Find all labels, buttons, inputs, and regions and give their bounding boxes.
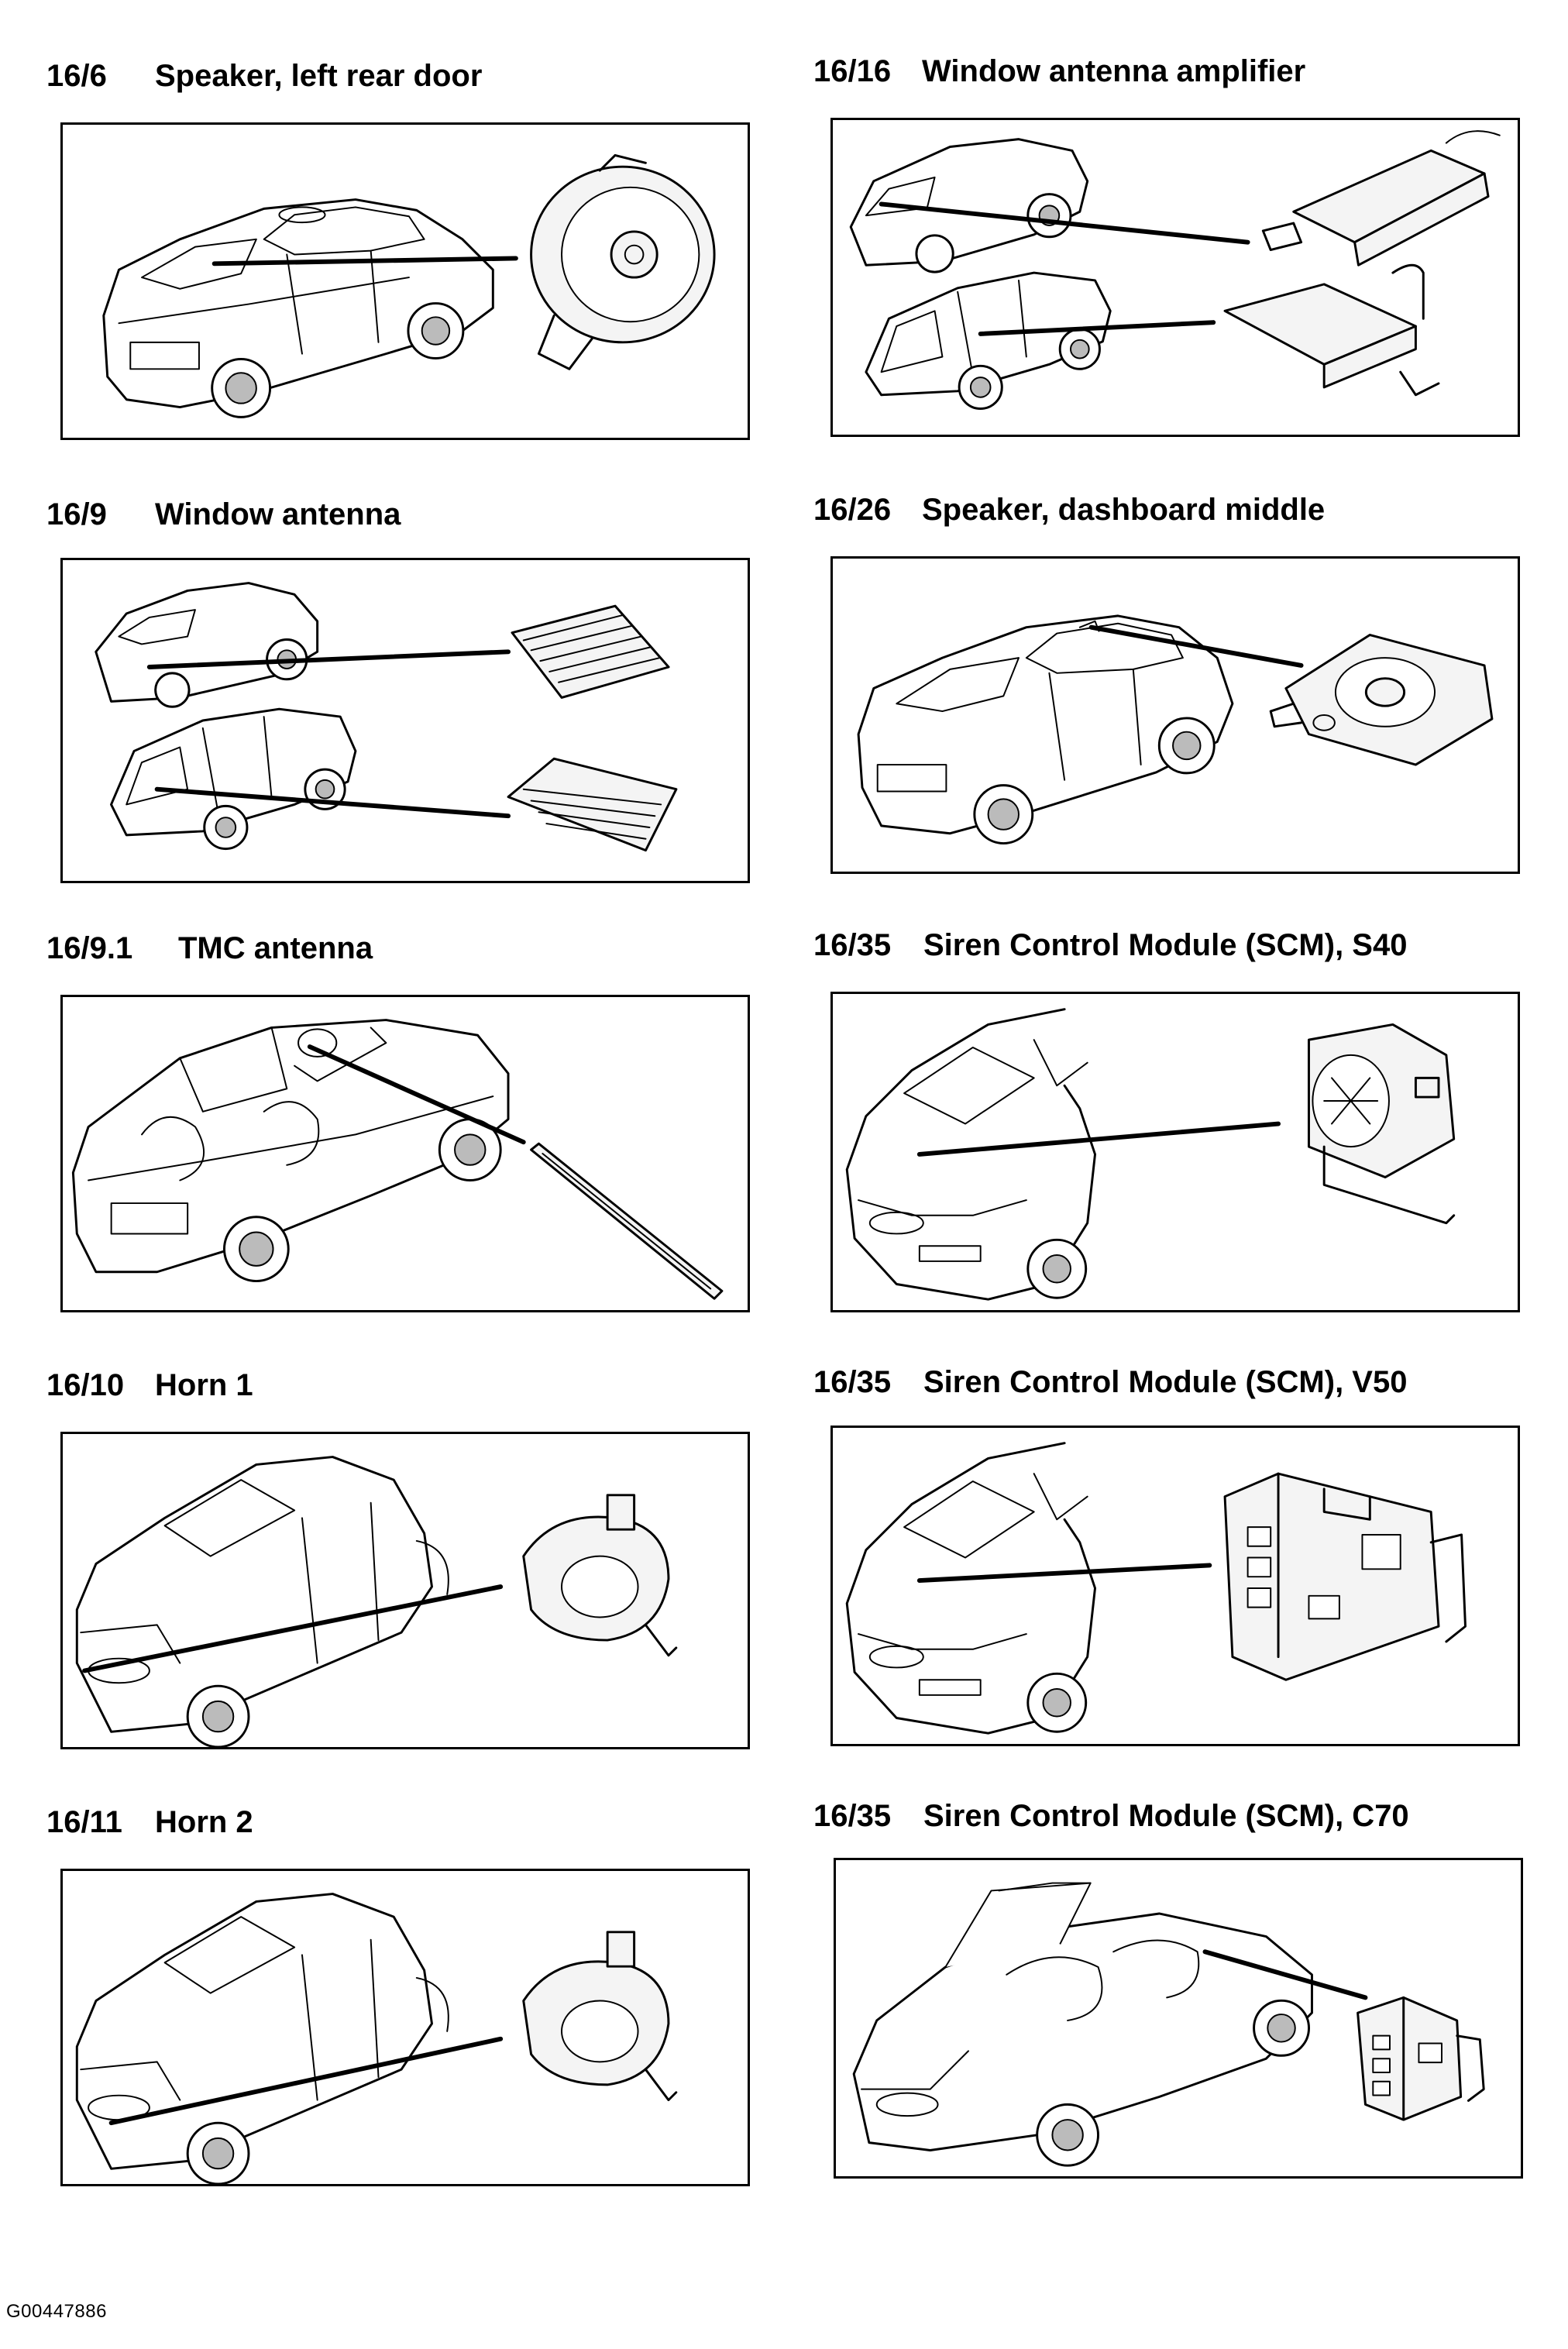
illustration-horn-2 (75, 1893, 678, 2184)
pointer-line (307, 1044, 526, 1145)
panel-heading: 16/35 Siren Control Module (SCM), C70 (813, 1797, 1409, 1835)
illustration-frame (830, 118, 1520, 437)
panel-title: TMC antenna (178, 931, 373, 965)
illustration-speaker-rear-door (102, 153, 716, 418)
scm-module-part (1357, 1996, 1485, 2121)
pointer-line (211, 256, 518, 267)
panel-title: Siren Control Module (SCM), C70 (923, 1799, 1409, 1833)
panel-title: Window antenna (155, 497, 401, 531)
panel-heading: 16/6 Speaker, left rear door (46, 57, 482, 95)
illustration-frame (60, 1869, 750, 2186)
panel-heading: 16/11 Horn 2 (46, 1804, 253, 1841)
car-wagon-lower (865, 271, 1112, 410)
illustration-speaker-dashboard-middle (857, 614, 1494, 845)
panel-heading: 16/16 Window antenna amplifier (813, 53, 1305, 90)
speaker-part (1269, 634, 1494, 766)
illustration-window-antenna (95, 582, 678, 852)
illustration-tmc-antenna (71, 1019, 724, 1300)
amplifier-part-upper (1261, 130, 1501, 267)
illustration-scm-s40 (845, 1008, 1456, 1301)
panel-code: 16/9 (46, 497, 107, 531)
panel-code: 16/35 (813, 1799, 892, 1833)
panel-code: 16/35 (813, 928, 892, 962)
pointer-line-lower (978, 320, 1216, 336)
illustration-frame (60, 995, 750, 1312)
panel-heading: 16/9 Window antenna (46, 496, 401, 533)
panel-code: 16/35 (813, 1365, 892, 1399)
pointer-line-upper (146, 649, 511, 669)
car-sedan-cutaway (71, 1019, 510, 1283)
car-sedan-rear (857, 614, 1234, 845)
illustration-frame (60, 122, 750, 440)
pointer-line (916, 1563, 1212, 1584)
illustration-frame (60, 1432, 750, 1749)
panel-code: 16/16 (813, 54, 892, 88)
car-sedan-rear (102, 198, 494, 418)
pointer-line (1202, 1949, 1368, 2000)
illustration-scm-c70 (852, 1882, 1485, 2167)
panel-title: Horn 2 (155, 1805, 253, 1839)
panel-title: Siren Control Module (SCM), V50 (923, 1365, 1408, 1399)
illustration-frame (830, 556, 1520, 874)
illustration-frame (834, 1858, 1523, 2179)
panel-heading: 16/35 Siren Control Module (SCM), V50 (813, 1364, 1407, 1401)
car-front-partial (845, 1008, 1096, 1301)
panel-title: Speaker, dashboard middle (922, 493, 1326, 527)
panel-heading: 16/35 Siren Control Module (SCM), S40 (813, 927, 1407, 964)
car-sedan-upper (95, 582, 319, 708)
panel-title: Siren Control Module (SCM), S40 (923, 928, 1408, 962)
car-front-partial (845, 1442, 1096, 1735)
panel-heading: 16/9.1 TMC antenna (46, 930, 373, 967)
panel-heading: 16/26 Speaker, dashboard middle (813, 491, 1325, 528)
pointer-line-lower (154, 786, 511, 819)
panel-title: Speaker, left rear door (155, 59, 483, 93)
horn-part (522, 1494, 678, 1657)
panel-code: 16/10 (46, 1368, 125, 1402)
panel-title: Window antenna amplifier (922, 54, 1306, 88)
antenna-film-lower (507, 757, 678, 852)
illustration-scm-v50 (845, 1442, 1467, 1735)
horn-part (522, 1931, 678, 2102)
illustration-frame (60, 558, 750, 883)
panel-title: Horn 1 (155, 1368, 253, 1402)
scm-module-part (1223, 1472, 1467, 1681)
scm-module-part (1307, 1023, 1456, 1225)
panel-heading: 16/10 Horn 1 (46, 1367, 253, 1404)
panel-code: 16/9.1 (46, 931, 133, 965)
antenna-film-upper (511, 604, 670, 699)
document-id: G00447886 (6, 2301, 107, 2322)
panel-code: 16/11 (46, 1805, 122, 1839)
pointer-line (916, 1121, 1281, 1157)
illustration-frame (830, 1426, 1520, 1746)
pointer-line (108, 2036, 504, 2126)
panel-code: 16/26 (813, 493, 892, 527)
illustration-frame (830, 992, 1520, 1312)
tmc-antenna-part (530, 1142, 724, 1300)
illustration-horn-1 (75, 1456, 678, 1747)
amplifier-part-lower (1223, 263, 1440, 397)
pointer-line (1088, 624, 1304, 668)
panel-code: 16/6 (46, 59, 107, 93)
pointer-line (82, 1584, 504, 1673)
car-sedan-front (75, 1893, 449, 2184)
car-sedan-front (75, 1456, 449, 1747)
car-wagon-lower (110, 707, 357, 851)
car-convertible (852, 1882, 1313, 2167)
illustration-window-antenna-amplifier (849, 130, 1501, 410)
speaker-part (530, 153, 716, 370)
pointer-line-upper (879, 201, 1250, 245)
